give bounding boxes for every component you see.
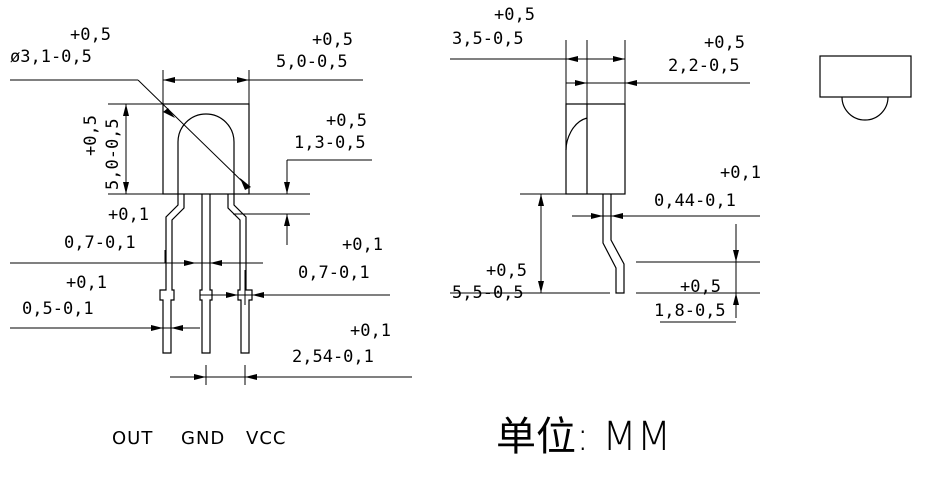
diameter-leader	[137, 79, 250, 189]
diameter-tol: +0,5	[70, 25, 111, 45]
pin-out-label: OUT	[112, 428, 153, 449]
front-view	[10, 70, 412, 385]
bend-value: 0,7-0,1	[64, 233, 136, 253]
offset-tol: +0,5	[326, 111, 367, 131]
leadw-value: 0,7-0,1	[298, 263, 370, 283]
height-tol: +0,5	[81, 115, 101, 156]
thick-value: 0,44-0,1	[654, 191, 736, 211]
pitch-value: 2,54-0,1	[292, 347, 374, 367]
length-value: 5,5-0,5	[452, 283, 524, 303]
leadw-tol: +0,1	[342, 235, 383, 255]
side-body	[565, 103, 626, 195]
width-value: 5,0-0,5	[276, 52, 348, 72]
tip-tol: +0,5	[680, 277, 721, 297]
units-label: 单位: MM	[496, 414, 671, 460]
depth-value: 3,5-0,5	[452, 29, 524, 49]
front-lens	[177, 113, 235, 194]
leadw2-value: 0,5-0,1	[22, 299, 94, 319]
top-body	[819, 55, 912, 98]
top-view	[819, 55, 912, 121]
side-lens	[565, 104, 588, 194]
length-tol: +0,5	[486, 261, 527, 281]
tip-value: 1,8-0,5	[654, 301, 726, 321]
leadw2-tol: +0,1	[66, 273, 107, 293]
thick-tol: +0,1	[720, 163, 761, 183]
bend-tol: +0,1	[108, 205, 149, 225]
top-lens	[841, 96, 889, 121]
pin-gnd-label: GND	[181, 428, 225, 449]
sidebody-value: 2,2-0,5	[668, 56, 740, 76]
offset-value: 1,3-0,5	[294, 133, 366, 153]
front-body	[162, 103, 250, 195]
sidebody-tol: +0,5	[704, 33, 745, 53]
height-value: 5,0-0,5	[103, 118, 123, 190]
pitch-tol: +0,1	[350, 321, 391, 341]
diameter-value: ø3,1-0,5	[10, 47, 92, 67]
side-view	[450, 40, 760, 323]
width-tol: +0,5	[312, 30, 353, 50]
depth-tol: +0,5	[494, 5, 535, 25]
pin-vcc-label: VCC	[246, 428, 286, 449]
